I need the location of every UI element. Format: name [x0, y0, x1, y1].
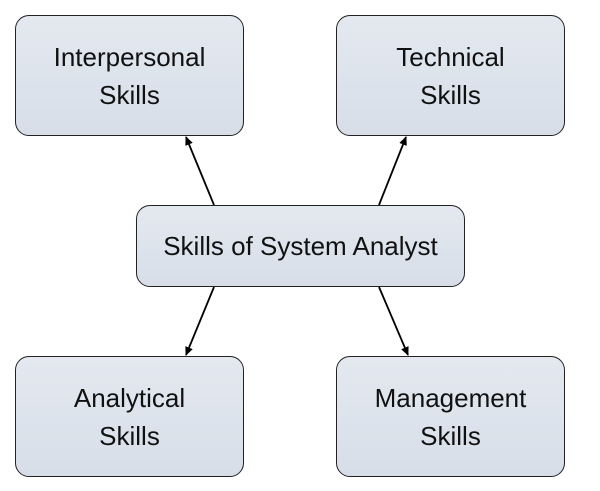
node-label-line-2: Skills	[99, 79, 160, 110]
node-label-line-2: Skills	[420, 79, 481, 110]
node-label-line-1: Management	[374, 382, 527, 413]
arrow-to-technical	[378, 136, 407, 206]
node-label-line-1: Technical	[396, 41, 505, 72]
technical-skills-node: Technical Skills	[336, 15, 565, 136]
analytical-skills-node: Analytical Skills	[15, 356, 244, 477]
arrow-to-analytical	[185, 286, 215, 356]
node-label-line-2: Skills	[420, 420, 481, 451]
center-node-label: Skills of System Analyst	[163, 231, 438, 261]
center-node: Skills of System Analyst	[136, 205, 465, 287]
arrow-to-interpersonal	[185, 136, 215, 206]
interpersonal-skills-node: Interpersonal Skills	[15, 15, 244, 136]
node-label-line-2: Skills	[99, 420, 160, 451]
node-label-line-1: Analytical	[73, 382, 186, 413]
node-label-line-1: Interpersonal	[53, 41, 206, 72]
management-skills-node: Management Skills	[336, 356, 565, 477]
arrow-to-management	[378, 286, 409, 356]
